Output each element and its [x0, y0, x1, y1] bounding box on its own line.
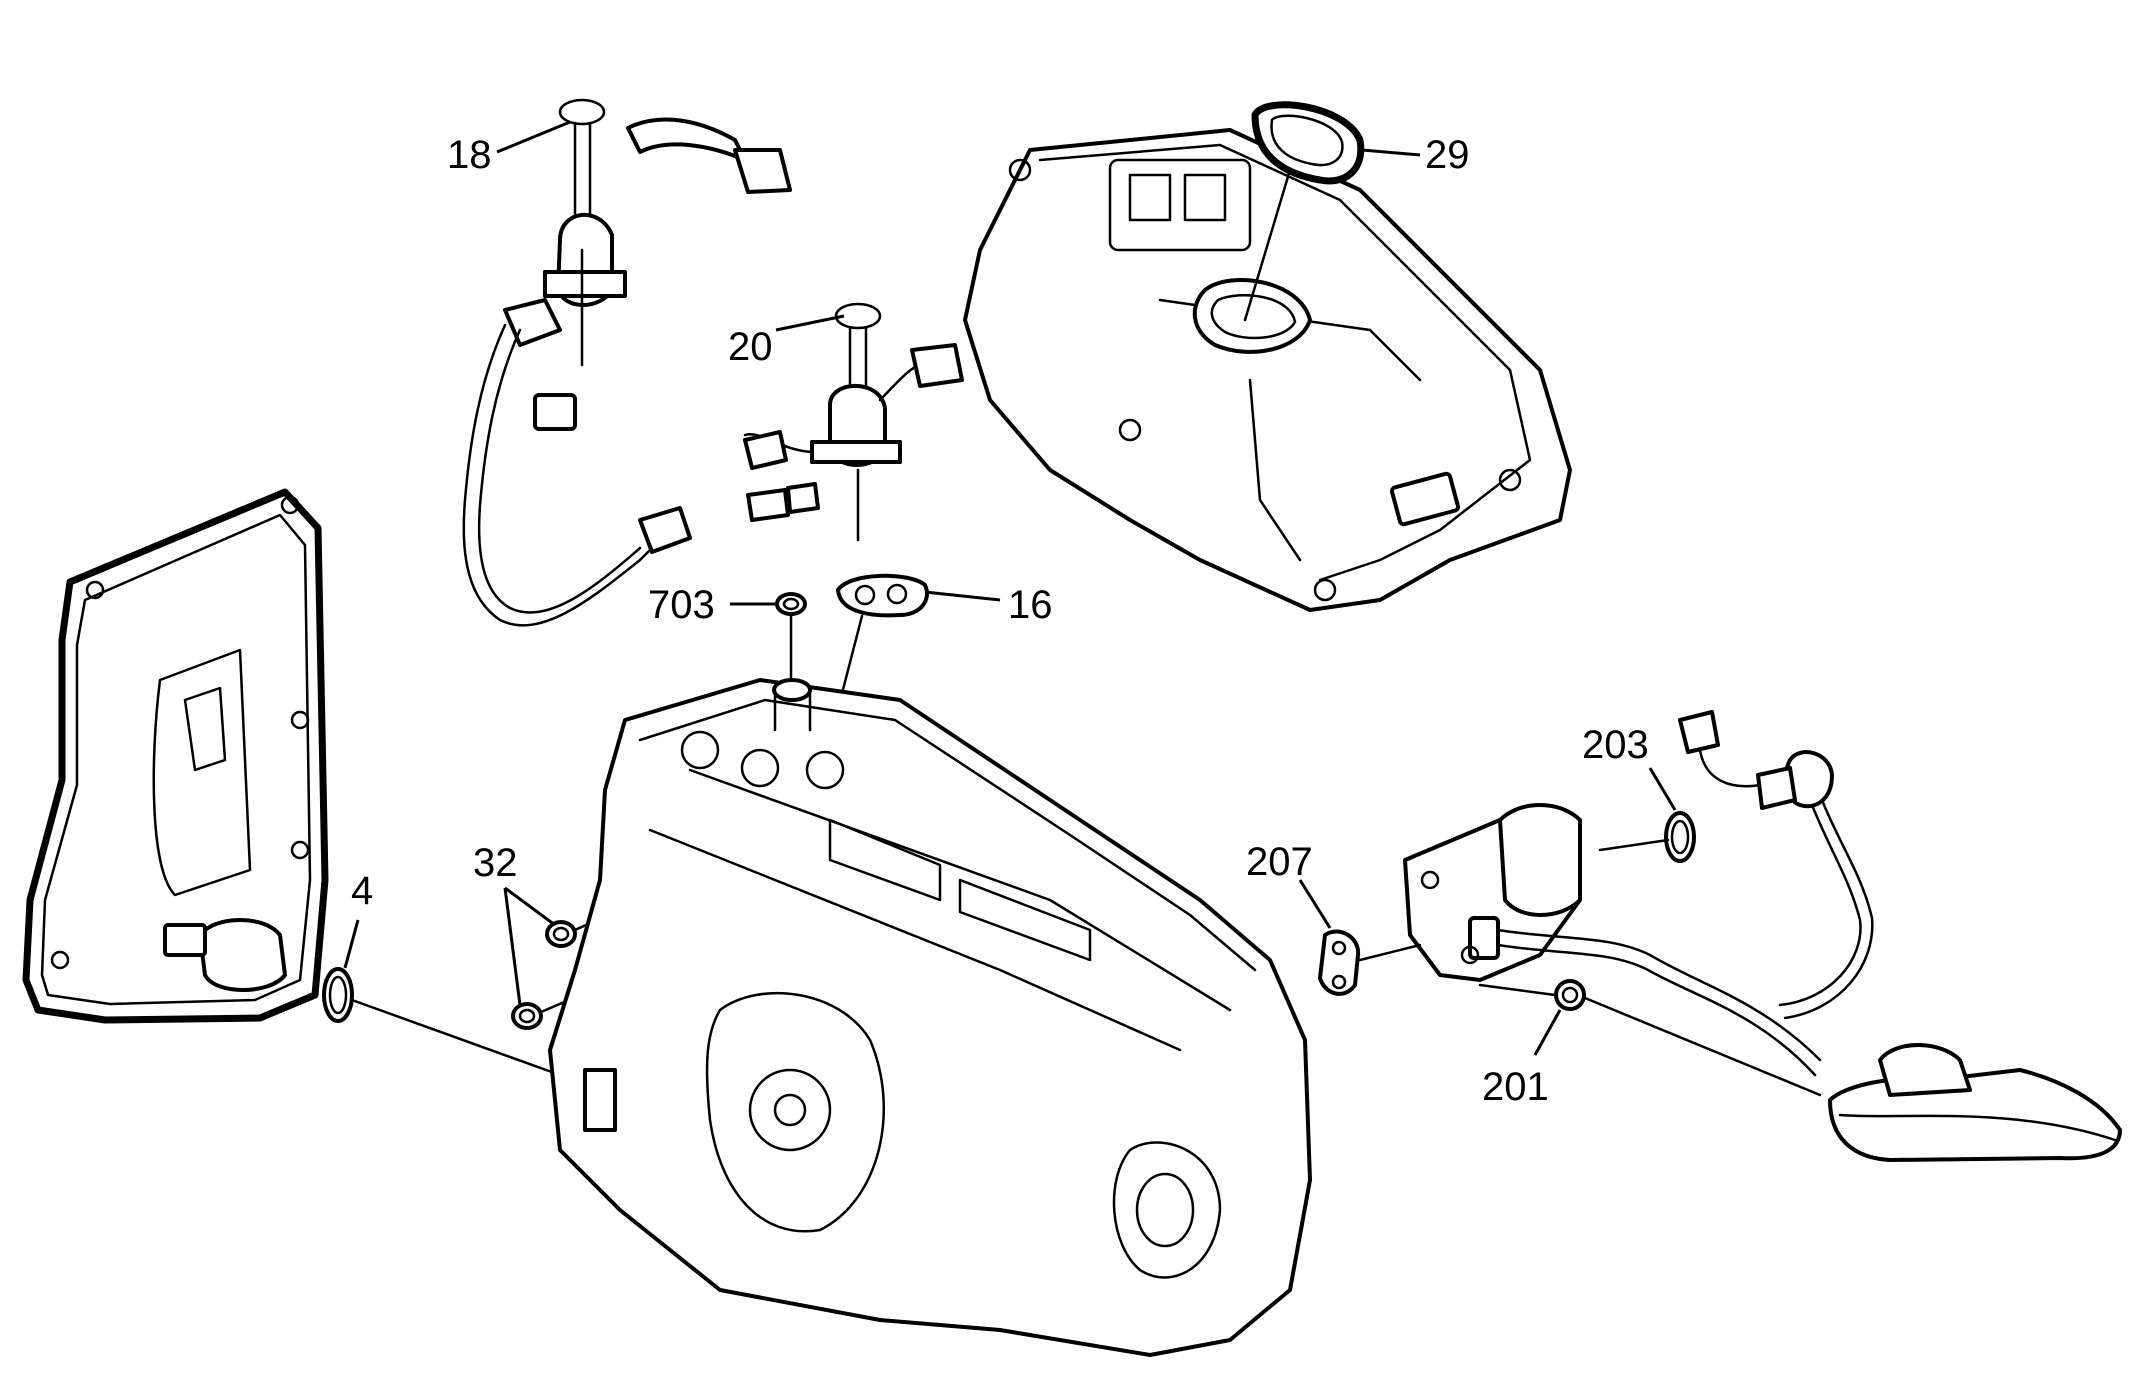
sensor-harness [1678, 710, 1874, 1020]
callout-207: 207 [1246, 840, 1313, 884]
callout-32: 32 [473, 841, 518, 885]
callout-16: 16 [1008, 583, 1053, 627]
part-20-wiring-harness [743, 302, 964, 542]
callout-29: 29 [1425, 133, 1470, 177]
callout-201: 201 [1482, 1065, 1549, 1109]
valve-body-cover [963, 128, 1572, 612]
part-29-seal [1243, 101, 1421, 322]
part-703-plug [730, 592, 807, 682]
transmission-case [548, 678, 1312, 1357]
part-203-o-ring [1598, 767, 1696, 863]
part-201-seal [1478, 979, 1822, 1097]
part-18-wiring-harness [462, 98, 792, 627]
part-16-seal [828, 573, 1001, 742]
part-207-seal [1298, 879, 1422, 996]
side-cover-gasket [22, 488, 329, 1024]
auxiliary-pump-assembly [1403, 803, 1822, 1077]
part-4-o-ring [322, 919, 562, 1077]
callout-703: 703 [648, 583, 715, 627]
callout-20: 20 [728, 325, 773, 369]
callout-203: 203 [1582, 723, 1649, 767]
callout-18: 18 [447, 133, 492, 177]
callout-4: 4 [351, 869, 373, 913]
oil-filter [1828, 1043, 2122, 1162]
